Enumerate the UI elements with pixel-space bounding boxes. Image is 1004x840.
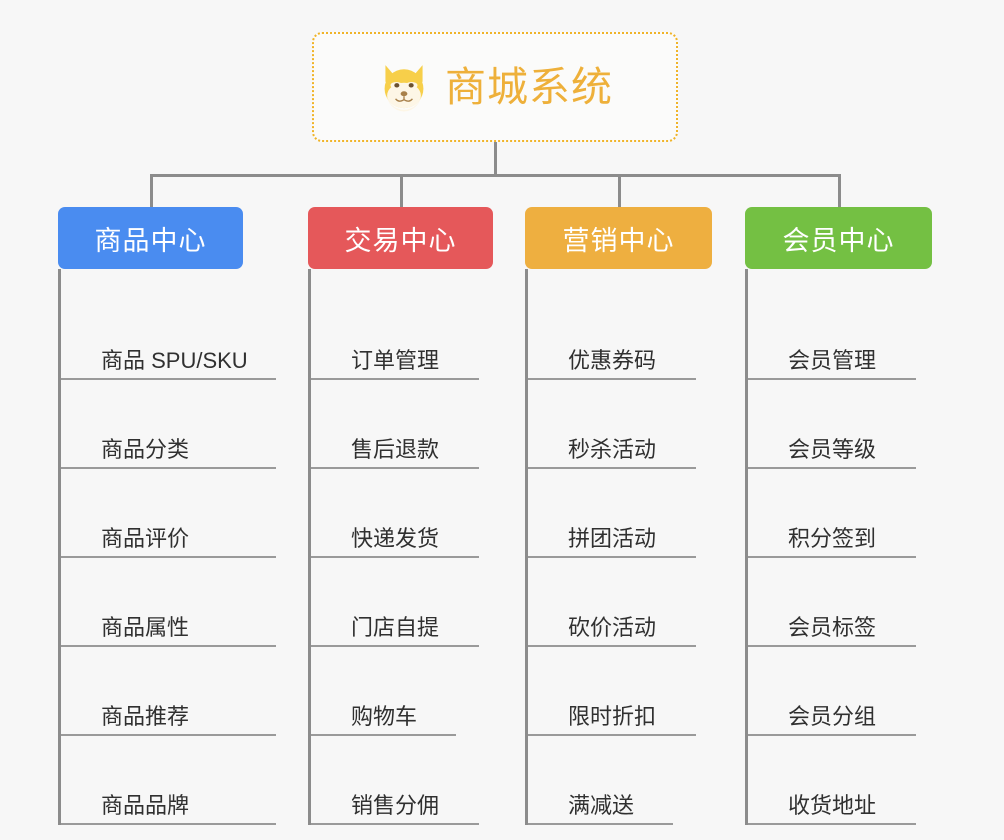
leaf-item[interactable]: 商品分类 — [61, 380, 276, 469]
leaf-item[interactable]: 会员分组 — [748, 647, 916, 736]
leaf-label: 销售分佣 — [351, 792, 440, 818]
branch-header-label: 交易中心 — [344, 225, 457, 256]
leaf-label: 满减送 — [568, 792, 635, 818]
leaf-label: 砍价活动 — [568, 614, 657, 640]
leaf-item[interactable]: 会员管理 — [748, 291, 916, 380]
leaf-label: 会员管理 — [788, 347, 877, 373]
leaf-label: 订单管理 — [351, 347, 440, 373]
branch-header-label: 会员中心 — [782, 225, 895, 256]
leaf-item[interactable]: 商品推荐 — [61, 647, 276, 736]
leaf-label: 限时折扣 — [568, 703, 657, 729]
leaf-label: 秒杀活动 — [568, 436, 657, 462]
leaf-item[interactable]: 积分签到 — [748, 469, 916, 558]
leaf-label: 商品品牌 — [101, 792, 190, 818]
leaf-item[interactable]: 快递发货 — [311, 469, 479, 558]
leaf-label: 收货地址 — [788, 792, 877, 818]
leaf-label: 会员分组 — [788, 703, 877, 729]
branch-header-1[interactable]: 商品中心 — [58, 207, 243, 269]
leaf-label: 优惠券码 — [568, 347, 657, 373]
connector-drop-2 — [400, 174, 403, 208]
leaf-item[interactable]: 售后退款 — [311, 380, 479, 469]
root-title: 商城系统 — [445, 63, 613, 110]
branch-header-2[interactable]: 交易中心 — [308, 207, 493, 269]
connector-drop-3 — [618, 174, 621, 208]
leaf-label: 商品推荐 — [101, 703, 190, 729]
leaf-item[interactable]: 收货地址 — [748, 736, 916, 825]
leaf-item[interactable]: 销售分佣 — [311, 736, 479, 825]
connector-root-stem — [494, 142, 497, 176]
leaf-item[interactable]: 优惠券码 — [528, 291, 696, 380]
leaf-item[interactable]: 商品评价 — [61, 469, 276, 558]
leaf-item[interactable]: 门店自提 — [311, 558, 479, 647]
leaf-label: 门店自提 — [351, 614, 440, 640]
leaf-item[interactable]: 商品属性 — [61, 558, 276, 647]
leaf-item[interactable]: 会员标签 — [748, 558, 916, 647]
leaf-label: 快递发货 — [351, 525, 440, 551]
leaf-item[interactable]: 拼团活动 — [528, 469, 696, 558]
leaf-label: 购物车 — [351, 703, 418, 729]
leaf-item[interactable]: 购物车 — [311, 647, 456, 736]
shiba-dog-face-icon — [384, 65, 424, 112]
branch-header-label: 营销中心 — [562, 225, 675, 256]
leaf-label: 商品评价 — [101, 525, 190, 551]
leaf-item[interactable]: 商品品牌 — [61, 736, 276, 825]
root-node[interactable]: 商城系统 — [312, 32, 678, 142]
branch-header-3[interactable]: 营销中心 — [525, 207, 712, 269]
branch-column-4: 会员中心 会员管理 会员等级 积分签到 会员标签 会员分组 收货地址 — [745, 207, 965, 825]
branch-leaves-4: 会员管理 会员等级 积分签到 会员标签 会员分组 收货地址 — [745, 269, 965, 825]
leaf-item[interactable]: 满减送 — [528, 736, 673, 825]
connector-horizontal-bus — [150, 174, 840, 177]
leaf-label: 商品属性 — [101, 614, 190, 640]
leaf-item[interactable]: 会员等级 — [748, 380, 916, 469]
branch-header-4[interactable]: 会员中心 — [745, 207, 932, 269]
branch-column-2: 交易中心 订单管理 售后退款 快递发货 门店自提 购物车 销售分佣 — [308, 207, 528, 825]
branch-header-label: 商品中心 — [94, 225, 207, 256]
leaf-label: 会员标签 — [788, 614, 877, 640]
leaf-label: 商品分类 — [101, 436, 190, 462]
connector-drop-1 — [150, 174, 153, 208]
connector-drop-4 — [838, 174, 841, 208]
leaf-label: 售后退款 — [351, 436, 440, 462]
leaf-item[interactable]: 砍价活动 — [528, 558, 696, 647]
leaf-label: 拼团活动 — [568, 525, 657, 551]
leaf-item[interactable]: 秒杀活动 — [528, 380, 696, 469]
leaf-label: 积分签到 — [788, 525, 877, 551]
leaf-label: 会员等级 — [788, 436, 877, 462]
leaf-item[interactable]: 商品 SPU/SKU — [61, 291, 276, 380]
leaf-label: 商品 SPU/SKU — [101, 347, 248, 373]
branch-leaves-1: 商品 SPU/SKU 商品分类 商品评价 商品属性 商品推荐 商品品牌 — [58, 269, 308, 825]
branch-leaves-2: 订单管理 售后退款 快递发货 门店自提 购物车 销售分佣 — [308, 269, 528, 825]
leaf-item[interactable]: 限时折扣 — [528, 647, 696, 736]
branch-column-3: 营销中心 优惠券码 秒杀活动 拼团活动 砍价活动 限时折扣 满减送 — [525, 207, 745, 825]
branch-leaves-3: 优惠券码 秒杀活动 拼团活动 砍价活动 限时折扣 满减送 — [525, 269, 745, 825]
leaf-item[interactable]: 订单管理 — [311, 291, 479, 380]
branch-column-1: 商品中心 商品 SPU/SKU 商品分类 商品评价 商品属性 商品推荐 商品品牌 — [58, 207, 308, 825]
